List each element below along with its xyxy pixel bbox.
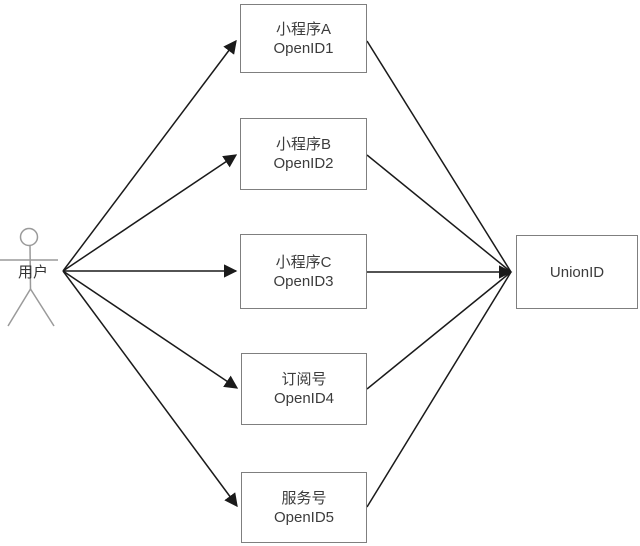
edge-user-to-node-1 (62, 39, 237, 272)
node-title: 小程序A (275, 20, 331, 38)
node-unionid: UnionID (516, 235, 638, 309)
user-label: 用户 (17, 264, 48, 281)
user-figure-icon (0, 227, 58, 327)
node-miniprogram-b: 小程序B OpenID2 (240, 118, 367, 190)
edge-user-to-node-4 (62, 270, 239, 389)
edge-node-1-to-union (366, 40, 512, 273)
node-title: UnionID (549, 263, 605, 281)
node-openid: OpenID5 (273, 508, 335, 526)
node-title: 服务号 (281, 489, 327, 507)
edge-user-to-node-2 (62, 154, 238, 272)
node-title: 小程序B (275, 136, 331, 153)
node-openid: OpenID4 (273, 390, 335, 407)
edge-node-5-to-union (366, 271, 512, 508)
node-openid: OpenID3 (273, 272, 334, 290)
node-title: 小程序C (275, 253, 332, 271)
node-miniprogram-c: 小程序C OpenID3 (240, 234, 367, 309)
edge-node-4-to-union (366, 271, 512, 390)
node-service-account: 服务号 OpenID5 (241, 472, 367, 543)
node-openid: OpenID2 (273, 155, 334, 172)
node-title: 订阅号 (281, 371, 327, 388)
edges-user-to-nodes (62, 39, 239, 508)
edge-user-to-node-5 (62, 270, 238, 508)
user-head (19, 227, 39, 247)
node-openid: OpenID1 (273, 39, 334, 57)
node-miniprogram-a: 小程序A OpenID1 (240, 4, 367, 73)
user-leg-right (29, 288, 55, 327)
edge-node-2-to-union (366, 154, 512, 273)
user-leg-left (7, 288, 32, 327)
node-subscription-account: 订阅号 OpenID4 (241, 353, 367, 425)
user-body (29, 245, 32, 290)
edges-nodes-to-union (366, 40, 513, 508)
